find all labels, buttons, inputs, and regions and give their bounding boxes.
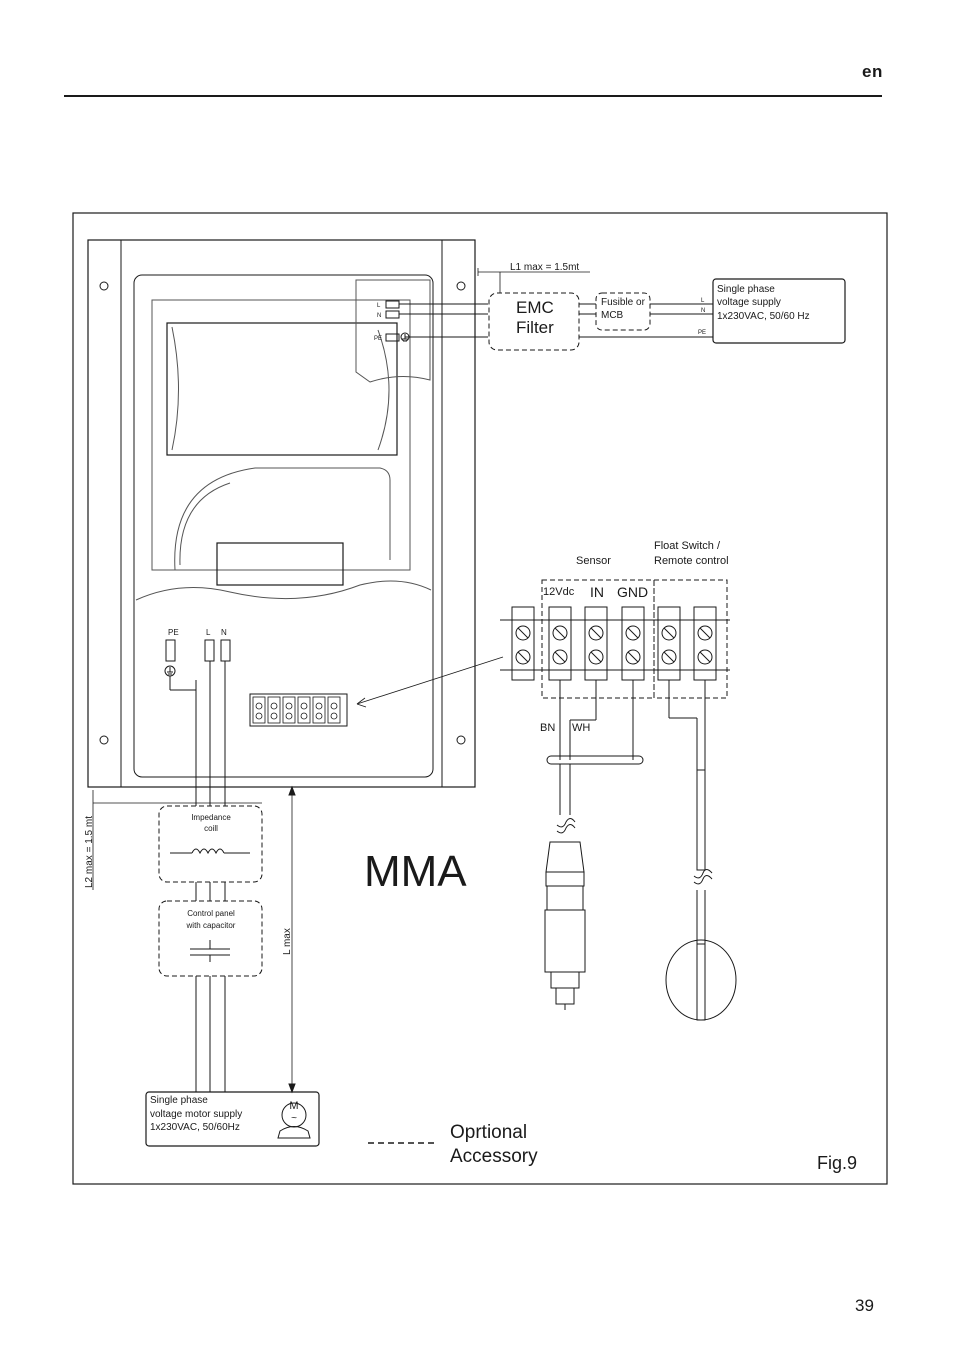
upper-terminal-n: N (377, 313, 381, 319)
lower-terminal-l: L (206, 628, 211, 637)
figure-label: Fig.9 (817, 1153, 857, 1173)
motor-supply-line2: voltage motor supply (150, 1109, 242, 1120)
emc-filter-line2: Filter (516, 318, 554, 337)
motor-supply-line1: Single phase (150, 1095, 208, 1106)
fuse-line2: MCB (601, 310, 624, 321)
float-switch-line1: Float Switch / (654, 540, 721, 552)
mains-terminal-n: N (701, 308, 705, 314)
impedance-coil-line2: coill (204, 824, 218, 833)
header-rule (64, 95, 882, 97)
wire-color-wh: WH (572, 722, 590, 734)
l2-max-label: L2 max = 1.5 mt (84, 816, 95, 888)
motor-supply-line3: 1x230VAC, 50/60Hz (150, 1122, 240, 1133)
l-max-label: L max (282, 928, 293, 955)
mains-wiring (399, 268, 846, 351)
device-name: MMA (364, 847, 467, 896)
motor-symbol-tilde: ~ (291, 1113, 297, 1124)
page-number: 39 (855, 1296, 874, 1315)
motor-symbol-m: M (289, 1100, 298, 1112)
wire-color-bn: BN (540, 722, 555, 734)
mains-supply-line3: 1x230VAC, 50/60 Hz (717, 311, 810, 322)
upper-terminal-l: L (377, 303, 381, 309)
legend-line1: Oprtional (450, 1122, 527, 1143)
mains-terminal-l: L (701, 298, 705, 304)
terminal-in: IN (590, 584, 604, 600)
motor-wiring (92, 661, 320, 1147)
lower-terminal-pe: PE (168, 628, 179, 637)
control-panel-line2: with capacitor (186, 921, 236, 930)
l1-max-label: L1 max = 1.5mt (510, 262, 579, 273)
sensor-label: Sensor (576, 555, 611, 567)
terminal-block (500, 579, 737, 1021)
upper-terminal-pe: PE (374, 336, 382, 342)
legend-line2: Accessory (450, 1146, 538, 1167)
float-switch-line2: Remote control (654, 555, 729, 567)
mains-terminal-pe: PE (698, 330, 706, 336)
mains-supply-line2: voltage supply (717, 297, 781, 308)
mains-supply-line1: Single phase (717, 284, 775, 295)
language-label: en (862, 62, 883, 81)
emc-filter-line1: EMC (516, 298, 554, 317)
impedance-coil-line1: Impedance (191, 813, 231, 822)
device-enclosure (87, 239, 504, 788)
figure-frame (72, 212, 888, 1185)
lower-terminal-n: N (221, 628, 227, 637)
terminal-gnd: GND (617, 584, 648, 600)
control-panel-line1: Control panel (187, 909, 235, 918)
fuse-line1: Fusible or (601, 297, 646, 308)
terminal-12vdc: 12Vdc (543, 586, 575, 598)
